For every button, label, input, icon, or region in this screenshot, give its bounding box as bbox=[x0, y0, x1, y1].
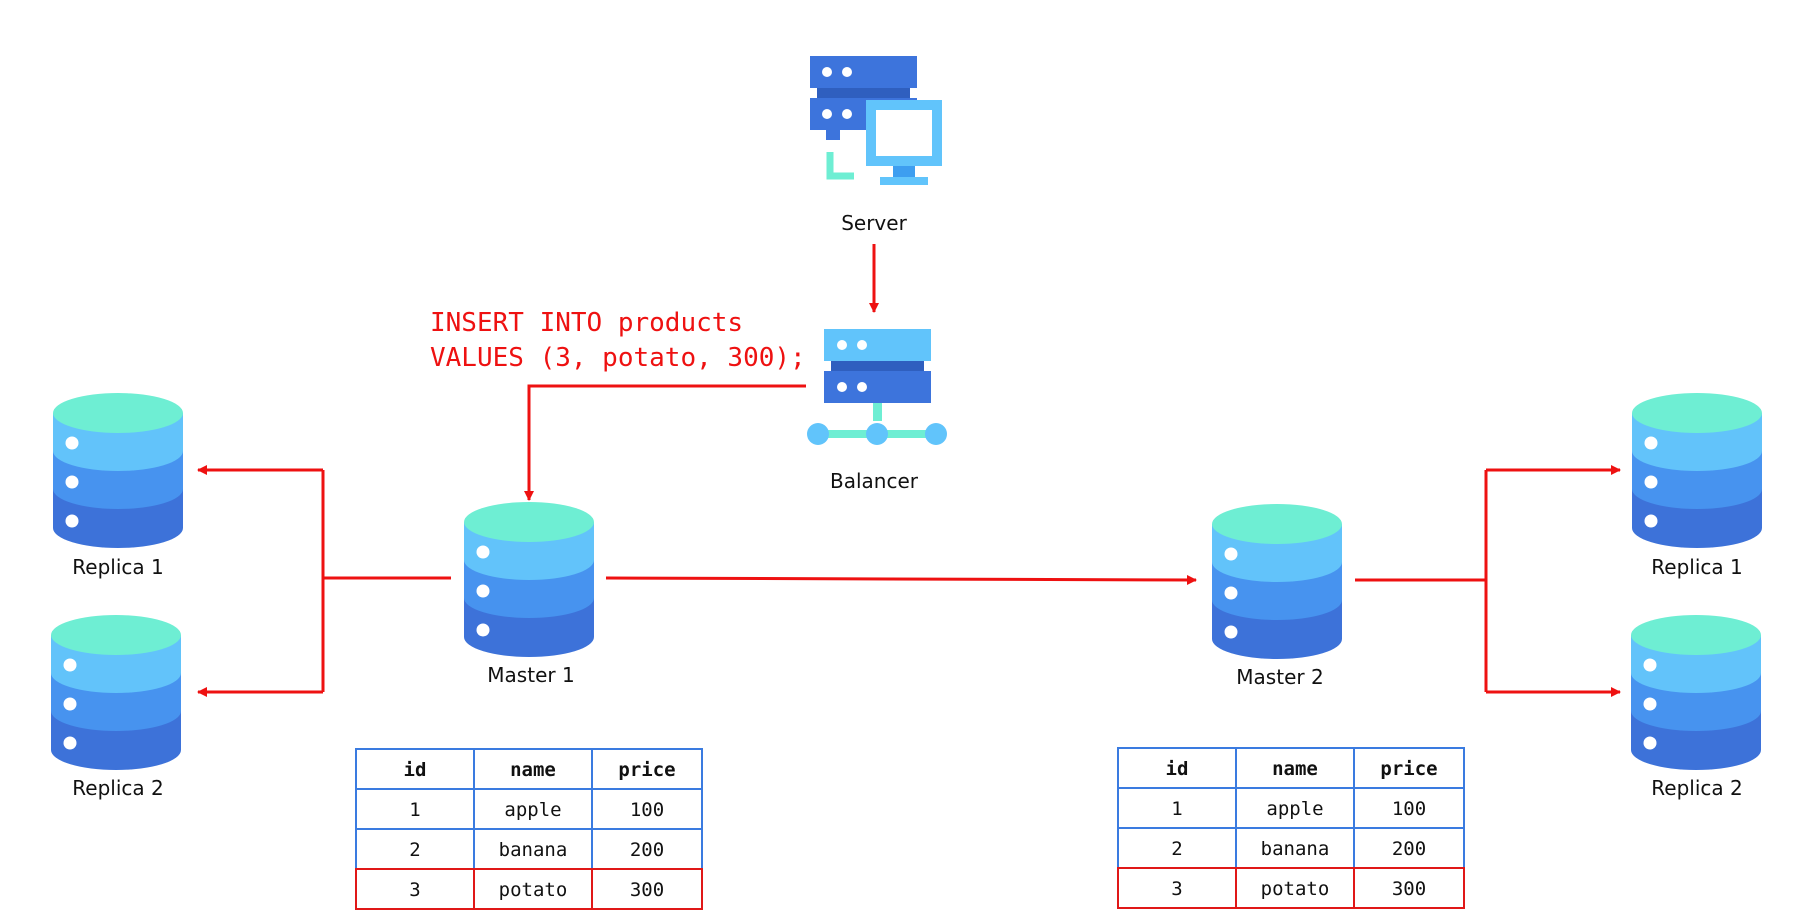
query-line-2: VALUES (3, potato, 300); bbox=[430, 343, 806, 373]
right-replica-1-label: Replica 1 bbox=[1651, 555, 1742, 579]
right-replica-1-database-icon bbox=[1632, 393, 1762, 548]
table-cell: 3 bbox=[1171, 878, 1182, 900]
table-header-name: name bbox=[510, 759, 556, 781]
master-1-label: Master 1 bbox=[487, 663, 574, 687]
table-cell: 300 bbox=[1392, 878, 1426, 900]
table-header-id: id bbox=[1166, 758, 1189, 780]
table-cell: 1 bbox=[409, 799, 420, 821]
right-replica-2-label: Replica 2 bbox=[1651, 776, 1742, 800]
table-cell: 1 bbox=[1171, 798, 1182, 820]
table-cell: apple bbox=[504, 799, 561, 821]
table-cell: potato bbox=[499, 879, 568, 901]
master-1-products-table: id name price 1 apple 100 2 banana 200 3 potato 300 bbox=[355, 748, 703, 910]
table-header-name: name bbox=[1272, 758, 1318, 780]
table-cell: 2 bbox=[1171, 838, 1182, 860]
table-header-price: price bbox=[618, 759, 675, 781]
table-cell: banana bbox=[1261, 838, 1330, 860]
left-replica-1-label: Replica 1 bbox=[72, 555, 163, 579]
query-line-1: INSERT INTO products bbox=[430, 308, 743, 338]
table-cell: 300 bbox=[630, 879, 664, 901]
table-cell: 100 bbox=[630, 799, 664, 821]
server-label: Server bbox=[841, 211, 907, 235]
left-replica-2-database-icon bbox=[51, 615, 181, 770]
left-replica-2-label: Replica 2 bbox=[72, 776, 163, 800]
master-2-label: Master 2 bbox=[1236, 665, 1323, 689]
highlighted-row-border bbox=[355, 868, 703, 910]
table-cell: apple bbox=[1266, 798, 1323, 820]
table-cell: potato bbox=[1261, 878, 1330, 900]
master-2-products-table: id name price 1 apple 100 2 banana 200 3 potato 300 bbox=[1117, 747, 1465, 909]
left-replica-1-database-icon bbox=[53, 393, 183, 548]
table-cell: 200 bbox=[1392, 838, 1426, 860]
right-replica-2-database-icon bbox=[1631, 615, 1761, 770]
replication-arrows bbox=[197, 244, 1621, 697]
highlighted-row-border bbox=[1117, 867, 1465, 909]
load-balancer-icon bbox=[807, 329, 947, 445]
table-cell: 2 bbox=[409, 839, 420, 861]
table-cell: 3 bbox=[409, 879, 420, 901]
table-header-price: price bbox=[1380, 758, 1437, 780]
balancer-label: Balancer bbox=[830, 469, 919, 493]
master-2-database-icon bbox=[1212, 504, 1342, 659]
server-with-monitor-icon bbox=[810, 56, 942, 185]
balancer-to-master-1-arrow bbox=[524, 384, 806, 501]
table-cell: banana bbox=[499, 839, 568, 861]
table-cell: 100 bbox=[1392, 798, 1426, 820]
table-header-id: id bbox=[404, 759, 427, 781]
table-cell: 200 bbox=[630, 839, 664, 861]
master-1-database-icon bbox=[464, 502, 594, 657]
master-1-to-master-2-arrow bbox=[605, 574, 1197, 585]
